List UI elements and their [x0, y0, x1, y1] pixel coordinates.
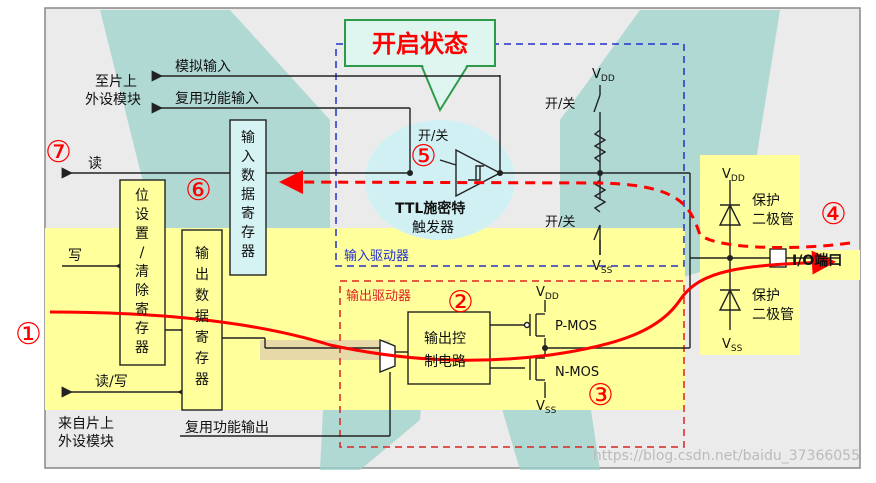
bit-set-reset-register-label-char: /	[140, 245, 145, 261]
vdd-pull-up: VDD	[592, 67, 615, 84]
output-ctrl-line1: 输出控	[424, 331, 466, 347]
vdd-diode: VDD	[722, 167, 745, 184]
output-driver-box	[339, 280, 685, 448]
input-driver-label: 输入驱动器	[344, 248, 409, 264]
output-ctrl-line2: 制电路	[424, 354, 466, 370]
output-data-register-label-char: 出	[195, 267, 209, 283]
output-data-register-label-char: 存	[195, 351, 209, 367]
protect-diode-upper-line2: 二极管	[752, 212, 794, 228]
marker-7: ⑦	[45, 135, 72, 170]
marker-2: ②	[447, 285, 474, 320]
pull-up-resistor	[593, 129, 607, 163]
on-off-schmitt-label: 开/关	[418, 129, 448, 144]
ttl-schmitt-line2: 触发器	[412, 220, 454, 236]
open-state-callout: 开启状态	[344, 19, 496, 113]
write-label: 写	[68, 248, 82, 264]
vdd-pmos: VDD	[536, 285, 559, 302]
marker-3: ③	[587, 378, 614, 413]
bit-set-reset-register-label-char: 除	[135, 283, 149, 299]
ttl-schmitt-line1: TTL施密特	[395, 200, 465, 217]
input-data-register	[229, 119, 267, 276]
schmitt-trigger-symbol	[439, 148, 502, 198]
pmos-label: P-MOS	[555, 319, 597, 334]
input-data-register-label-char: 据	[241, 187, 255, 203]
protect-diode-lower-line2: 二极管	[752, 307, 794, 323]
protect-diode-upper-line1: 保护	[752, 193, 780, 209]
bit-set-reset-register-label-char: 置	[135, 226, 149, 242]
marker-5: ⑤	[410, 139, 437, 174]
analog-input-label: 模拟输入	[175, 59, 231, 75]
input-data-register-label-char: 寄	[241, 205, 255, 222]
input-data-register-label-char: 数	[241, 168, 255, 184]
input-data-register-label-char: 存	[241, 225, 255, 241]
bit-set-reset-register-label-char: 位	[135, 188, 149, 204]
input-data-register-label-char: 器	[241, 244, 255, 260]
open-state-label: 开启状态	[372, 30, 468, 58]
output-data-register-label-char: 据	[195, 309, 209, 325]
watermark: https://blog.csdn.net/baidu_37366055	[593, 448, 860, 464]
input-signal-path	[279, 170, 851, 250]
output-data-register-label-char: 器	[195, 372, 209, 388]
bit-set-reset-register-label-char: 寄	[135, 301, 149, 318]
protect-diode-lower	[718, 288, 742, 311]
marker-6: ⑥	[185, 173, 212, 208]
protect-diode-lower-line1: 保护	[752, 288, 780, 304]
vss-nmos: VSS	[536, 399, 557, 416]
vss-pull-down: VSS	[592, 259, 613, 276]
output-data-register-label-char: 寄	[195, 329, 209, 346]
output-control-circuit	[407, 311, 491, 385]
protect-diode-upper	[718, 203, 742, 226]
read-write-label: 读/写	[95, 373, 128, 390]
on-off-pull-up-label: 开/关	[545, 97, 575, 112]
nmos-label: N-MOS	[555, 365, 599, 380]
vss-diode: VSS	[722, 337, 743, 354]
read-label: 读	[88, 155, 102, 172]
from-peripheral-line2: 外设模块	[58, 434, 114, 450]
output-signal-path	[49, 250, 836, 362]
output-data-register-label-char: 数	[195, 288, 209, 304]
junction-dots	[407, 170, 733, 351]
to-peripheral-line1: 至片上	[95, 74, 137, 90]
from-peripheral-line1: 来自片上	[58, 416, 114, 432]
input-data-register-label-char: 入	[241, 149, 255, 165]
on-off-pull-down-label: 开/关	[545, 215, 575, 230]
output-driver-label: 输出驱动器	[346, 288, 411, 304]
pmos-transistor	[523, 313, 545, 337]
nmos-transistor	[529, 357, 545, 381]
io-pin-label: I/O端口	[792, 252, 842, 269]
bit-set-reset-register-label-char: 器	[135, 340, 149, 356]
pull-up-switch	[593, 94, 601, 130]
marker-4: ④	[820, 197, 847, 232]
marker-1: ①	[15, 317, 42, 352]
pull-down-switch	[593, 224, 601, 255]
schmitt-trigger-zone	[365, 120, 515, 240]
alt-func-input-label: 复用功能输入	[175, 90, 259, 107]
bit-set-reset-register-label-char: 存	[135, 321, 149, 337]
bit-set-reset-register	[119, 179, 166, 366]
output-data-register-label-char: 输	[195, 246, 209, 262]
input-driver-box	[335, 43, 685, 267]
input-data-register-label-char: 输	[241, 130, 255, 146]
alt-func-output-label: 复用功能输出	[185, 419, 269, 436]
bit-set-reset-register-label-char: 设	[135, 207, 149, 223]
bit-set-reset-register-label-char: 清	[135, 264, 149, 280]
to-peripheral-line2: 外设模块	[85, 92, 141, 108]
